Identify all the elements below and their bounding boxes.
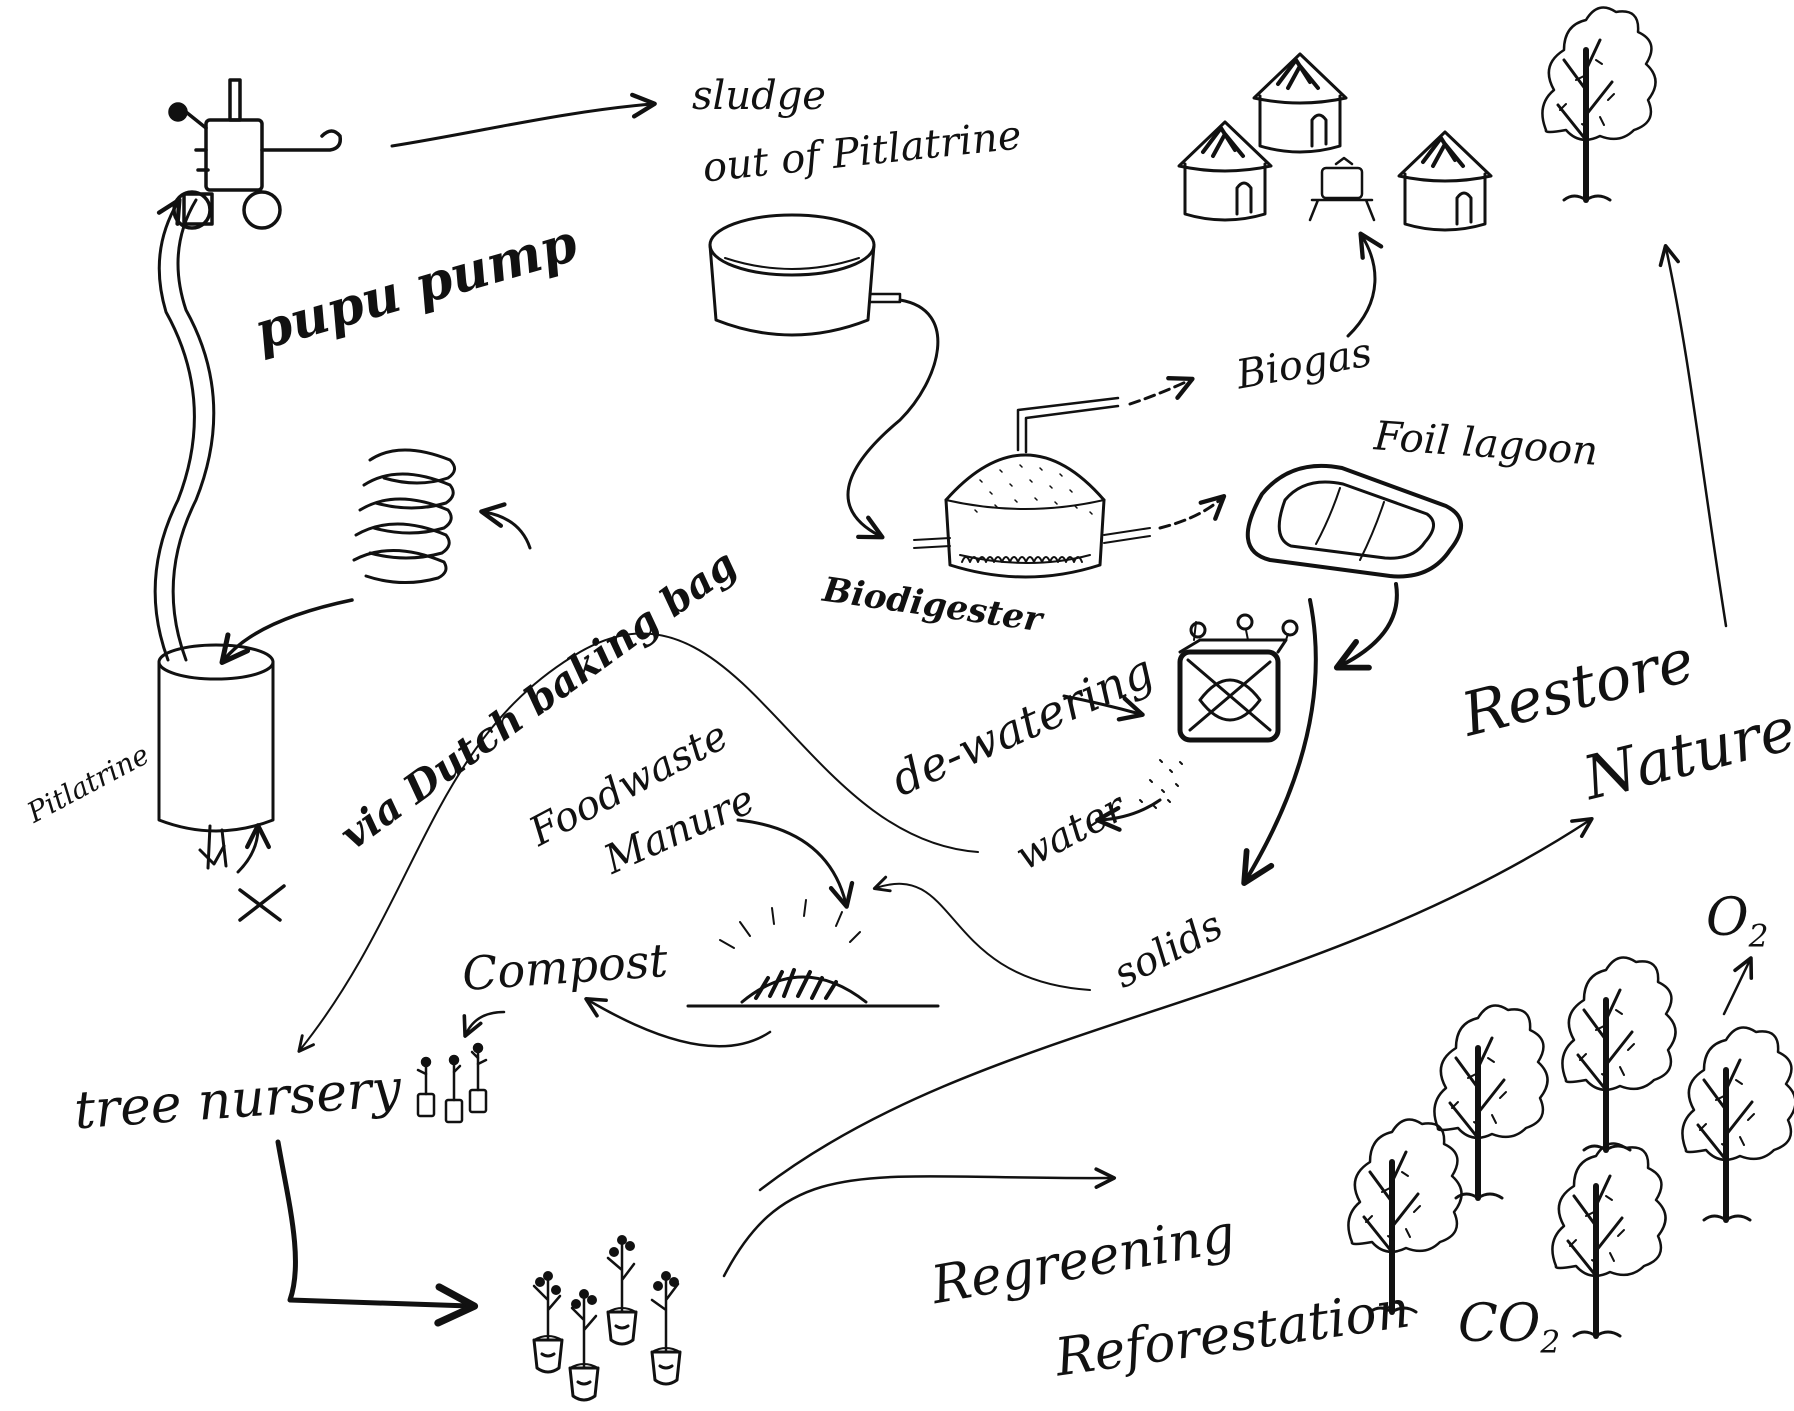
dewatering-bag-icon xyxy=(1177,613,1299,743)
water-drops xyxy=(1139,759,1183,809)
biogas-to-huts-arrow xyxy=(1346,231,1384,338)
foil-lagoon-icon xyxy=(1245,463,1463,579)
forest-icon xyxy=(1348,958,1794,1337)
stove-icon xyxy=(1308,156,1376,222)
sludge-arrow xyxy=(390,92,657,148)
pit-latrine-icon xyxy=(157,643,286,922)
pupu-pump-icon xyxy=(168,78,343,230)
restore-to-villages-arrow xyxy=(1658,243,1728,628)
basin-to-digester-arrow xyxy=(846,298,940,540)
o2-arrow xyxy=(1722,956,1754,1016)
biodigester-icon xyxy=(913,396,1151,579)
sludge-basin-icon xyxy=(708,213,902,337)
hose-to-pump xyxy=(153,197,216,662)
heap-to-compost-arrow xyxy=(584,997,772,1048)
potted-seedlings-icon xyxy=(532,1235,682,1402)
to-solids-arrow xyxy=(1241,598,1318,886)
bag-label-arrow xyxy=(479,502,532,550)
water-out-arrow xyxy=(1095,798,1162,832)
lagoon-to-dewatering-arrow xyxy=(1333,582,1399,671)
solids-to-compost-arrow xyxy=(872,875,1091,991)
overflow-arrow xyxy=(236,823,271,874)
dewatering-label-arrow xyxy=(1062,694,1145,722)
nursery-seedlings-icon xyxy=(416,1042,488,1124)
compost-heap-icon xyxy=(686,899,940,1008)
village-tree-icon xyxy=(1542,8,1655,201)
to-restore-nature-arrow xyxy=(758,816,1594,1192)
regreening-arrow xyxy=(722,1167,1117,1278)
hut-icon xyxy=(1177,120,1273,222)
hut-icon xyxy=(1252,52,1348,154)
o2-label: O2 xyxy=(1706,888,1769,955)
to-lagoon-arrow xyxy=(1158,494,1227,530)
co2-label: CO2 xyxy=(1458,1294,1561,1361)
sludge-label-line1: sludge xyxy=(692,73,826,119)
hut-icon xyxy=(1397,130,1493,232)
to-biogas-arrow xyxy=(1128,376,1195,406)
compost-label: Compost xyxy=(460,932,670,1002)
nursery-to-seedlings-arrow xyxy=(275,1139,479,1327)
bag-to-latrine-arrow xyxy=(219,598,354,665)
loop-to-nursery-arrow xyxy=(297,632,979,1053)
baking-bag-icon xyxy=(352,448,456,585)
foodwaste-to-compost-arrow xyxy=(736,818,855,909)
compost-to-nursery-arrow xyxy=(462,1010,506,1038)
